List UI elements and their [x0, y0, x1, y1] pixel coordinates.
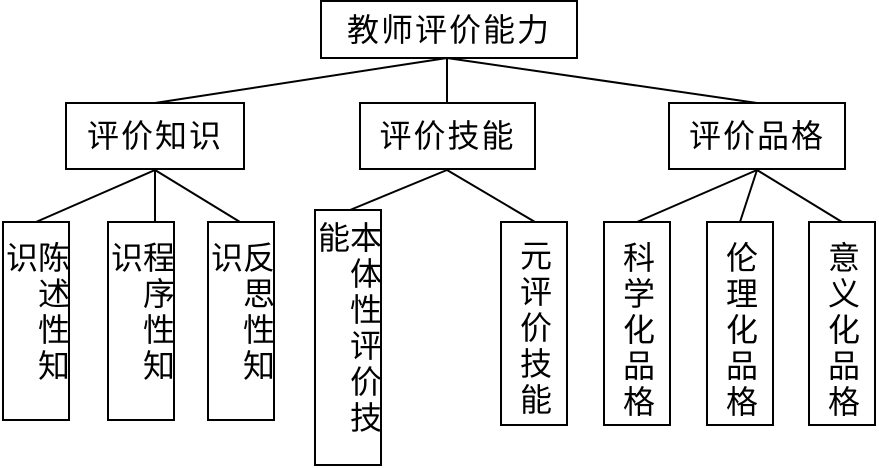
node-evaluation-character: 评价品格: [668, 102, 846, 170]
connector-character-meaning: [756, 169, 843, 223]
node-evaluation-character-label: 评价品格: [688, 117, 825, 155]
connector-skills-meta: [446, 169, 536, 223]
connector-character-ethical: [739, 169, 758, 223]
node-ontological-evaluation-skills: 本体性评价技能: [313, 209, 383, 466]
connector-knowledge-reflective: [154, 169, 241, 223]
node-evaluation-knowledge: 评价知识: [65, 102, 245, 170]
node-evaluation-skills: 评价技能: [359, 102, 536, 170]
node-scientific-character: 科学化品格: [603, 221, 671, 426]
node-reflective-knowledge-label: 反思性知识: [206, 241, 276, 385]
connector-skills-ontological: [349, 169, 448, 211]
node-meaning-character-label: 意义化品格: [823, 241, 861, 421]
node-evaluation-skills-label: 评价技能: [379, 117, 516, 155]
node-ontological-evaluation-skills-label: 本体性评价技能: [313, 221, 383, 437]
connector-knowledge-declarative: [35, 169, 156, 223]
root-node: 教师评价能力: [320, 0, 578, 59]
node-reflective-knowledge: 反思性知识: [206, 221, 276, 421]
connector-root-character: [446, 57, 758, 104]
node-scientific-character-label: 科学化品格: [618, 241, 656, 421]
node-evaluation-knowledge-label: 评价知识: [86, 117, 223, 155]
node-declarative-knowledge-label: 陈述性知识: [1, 241, 71, 385]
node-meta-evaluation-skills-label: 元评价技能: [515, 239, 553, 419]
node-meta-evaluation-skills: 元评价技能: [500, 221, 568, 426]
root-label: 教师评价能力: [346, 10, 551, 49]
node-meaning-character: 意义化品格: [808, 221, 876, 426]
connector-root-knowledge: [154, 57, 448, 104]
node-ethical-character: 伦理化品格: [706, 221, 774, 426]
node-procedural-knowledge: 程序性知识: [106, 221, 176, 421]
node-ethical-character-label: 伦理化品格: [721, 241, 759, 421]
connector-character-scientific: [636, 169, 758, 223]
node-declarative-knowledge: 陈述性知识: [1, 221, 71, 421]
node-procedural-knowledge-label: 程序性知识: [106, 241, 176, 385]
